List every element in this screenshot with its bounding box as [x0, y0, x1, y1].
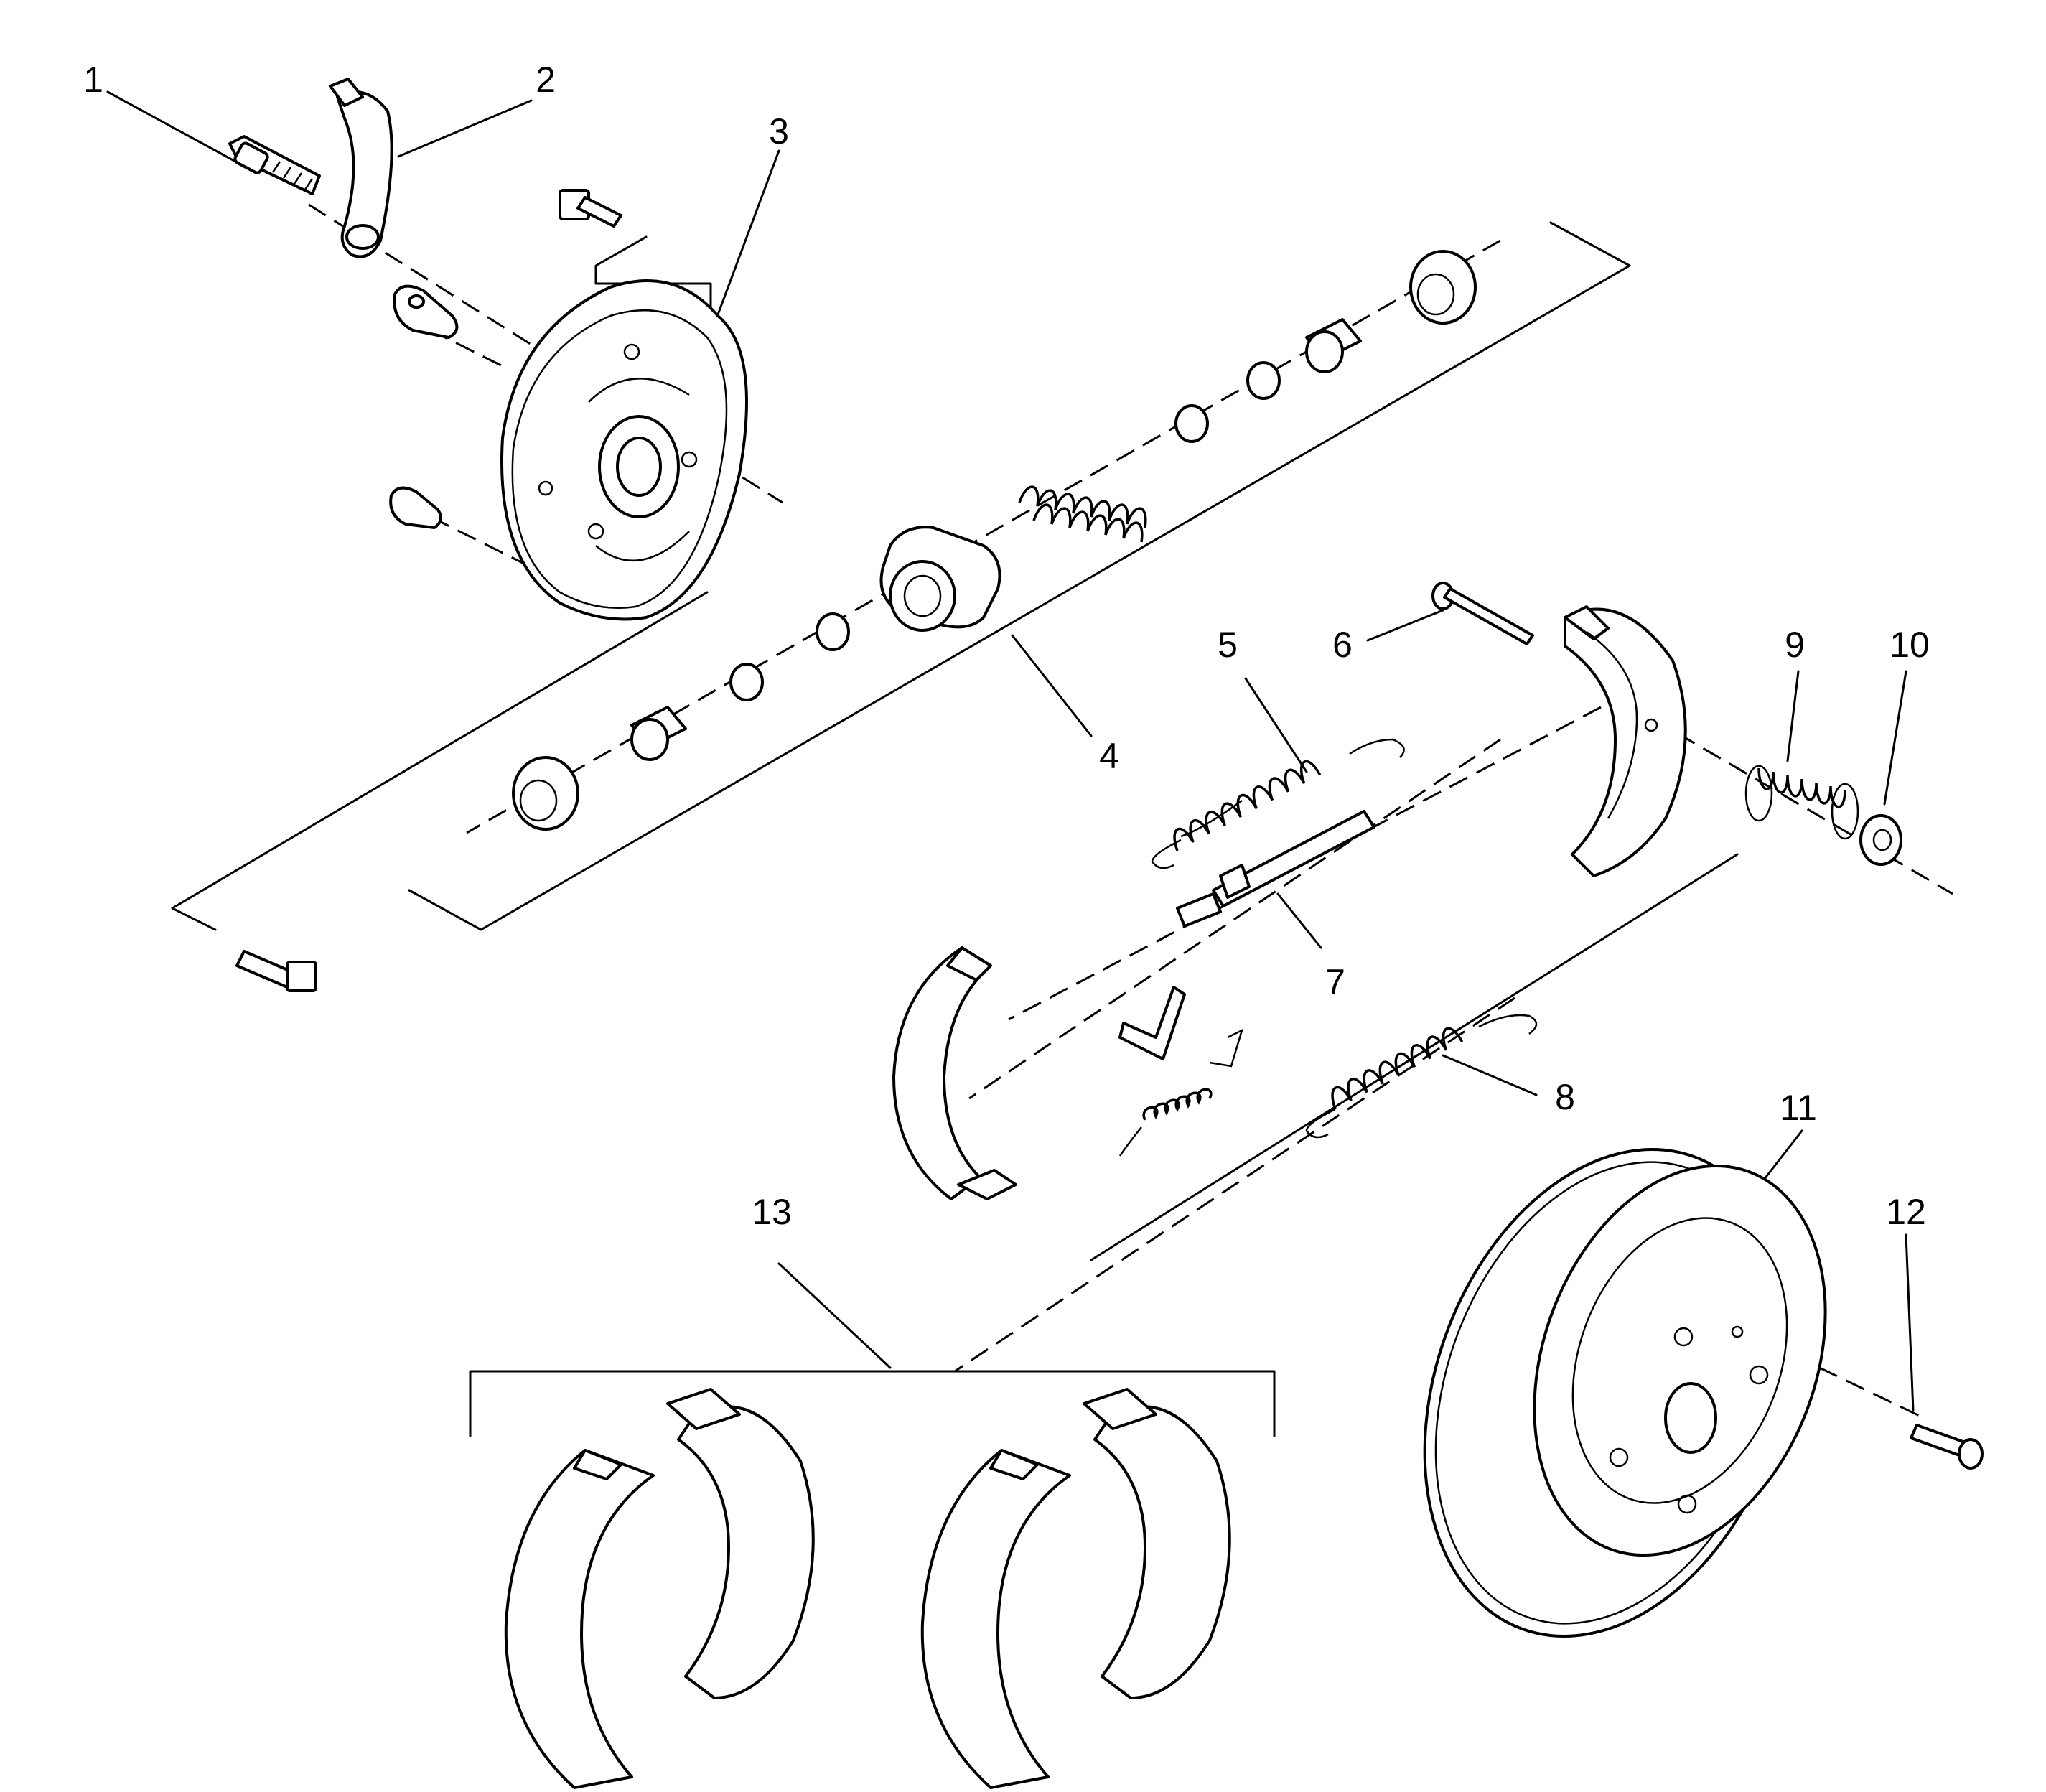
wheel-cylinder-boot-right: [1409, 250, 1477, 325]
callout-5: 5: [1218, 625, 1238, 665]
brake-shoe-primary: [1564, 605, 1687, 877]
bleeder-valve: [228, 135, 321, 195]
backing-plate: [500, 279, 748, 621]
backing-plate-stud-lower: [389, 486, 442, 529]
callout-7: 7: [1325, 962, 1345, 1002]
wheel-cylinder: [879, 526, 1001, 632]
callout-4: 4: [1099, 736, 1119, 776]
shoe-retaining-pin: [1431, 582, 1534, 645]
backing-plate-stud-upper: [393, 284, 459, 339]
callout-2: 2: [536, 60, 556, 100]
drum-retaining-screw: [1910, 1424, 1984, 1470]
callout-9: 9: [1785, 625, 1805, 665]
backing-plate-bolt-bottom: [235, 950, 317, 992]
callout-8: 8: [1555, 1077, 1575, 1117]
callout-3: 3: [769, 111, 789, 151]
adjuster-lever: [1118, 986, 1186, 1060]
bracket-lines: [171, 221, 1739, 1437]
brake-shoe-secondary: [892, 946, 1017, 1200]
wheel-cylinder-piston-right: [1305, 318, 1362, 373]
hold-down-cap: [1859, 814, 1902, 866]
callout-6: 6: [1332, 625, 1353, 665]
hold-down-spring: [1744, 765, 1859, 840]
callout-labels: 1 2 3 4 5 6 7 8 9 10 11 12 13: [83, 60, 1930, 1232]
leader-lines: [106, 90, 1915, 1412]
callout-12: 12: [1886, 1192, 1926, 1232]
adjuster-strut: [1176, 810, 1375, 928]
lower-return-spring: [1305, 1014, 1538, 1139]
wheel-cylinder-cup-left-1: [816, 612, 850, 651]
wheel-cylinder-spring: [1018, 485, 1147, 543]
upper-return-spring: [1151, 738, 1405, 869]
wheel-cylinder-piston-left: [630, 706, 687, 761]
brake-line-bracket: [329, 78, 393, 258]
callout-11: 11: [1780, 1088, 1817, 1128]
wheel-cylinder-boot-left: [512, 756, 579, 831]
brake-shoe-kit-left-pair: [504, 1388, 815, 1789]
wheel-cylinder-cup-right-2: [1246, 361, 1281, 400]
wheel-cylinder-cup-right-1: [1174, 404, 1209, 443]
brake-shoe-kit-right-pair: [920, 1388, 1231, 1789]
callout-10: 10: [1889, 625, 1930, 665]
callout-1: 1: [83, 60, 103, 100]
wheel-cylinder-cup-left-2: [729, 663, 764, 701]
backing-plate-bolt-top: [559, 189, 622, 228]
adjuster-lever-spring: [1118, 1028, 1244, 1157]
callout-13: 13: [752, 1192, 792, 1232]
brake-drum: [1423, 1148, 1827, 1638]
